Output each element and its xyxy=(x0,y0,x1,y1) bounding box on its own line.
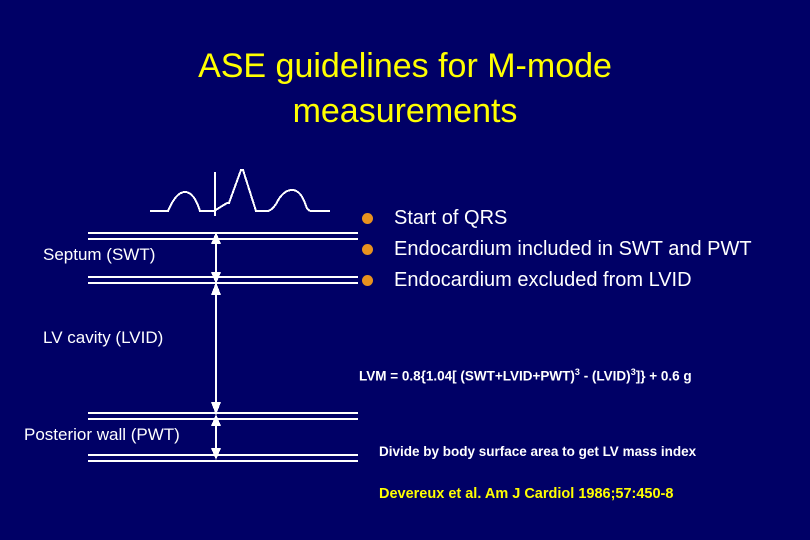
bullet-text: Start of QRS xyxy=(394,207,508,229)
citation: Devereux et al. Am J Cardiol 1986;57:450… xyxy=(379,486,674,502)
label-septum: Septum (SWT) xyxy=(43,245,156,264)
bullet-text: Endocardium included in SWT and PWT xyxy=(394,238,752,260)
swt-arrow-icon xyxy=(211,232,221,284)
formula-exponent-1: 3 xyxy=(574,367,580,377)
list-item: Endocardium included in SWT and PWT xyxy=(362,235,792,264)
pwt-top-boundary xyxy=(88,412,358,420)
bullet-dot-icon xyxy=(362,213,373,224)
ecg-trace-icon xyxy=(150,169,330,216)
formula-suffix: ]} + 0.6 g xyxy=(635,368,692,384)
m-mode-diagram: Septum (SWT) LV cavity (LVID) Posterior … xyxy=(0,0,400,500)
title-line-1: ASE guidelines for M-mode xyxy=(198,47,612,85)
list-item: Start of QRS xyxy=(362,204,792,233)
label-lv-cavity: LV cavity (LVID) xyxy=(43,328,164,347)
page-title: ASE guidelines for M-mode measurements xyxy=(60,44,750,134)
pwt-bottom-boundary xyxy=(88,454,358,462)
lvm-formula: LVM = 0.8{1.04[ (SWT+LVID+PWT)3 - (LVID)… xyxy=(359,367,692,384)
bullet-text: Endocardium excluded from LVID xyxy=(394,269,692,291)
bullet-dot-icon xyxy=(362,275,373,286)
lvid-arrow-icon xyxy=(211,282,221,415)
formula-middle: - (LVID) xyxy=(579,368,631,384)
label-posterior-wall: Posterior wall (PWT) xyxy=(24,425,180,444)
bullet-list: Start of QRS Endocardium included in SWT… xyxy=(362,204,792,297)
title-line-2: measurements xyxy=(292,92,518,130)
septum-bottom-boundary xyxy=(88,276,358,284)
bullet-dot-icon xyxy=(362,244,373,255)
formula-exponent-2: 3 xyxy=(630,367,636,377)
bsa-note: Divide by body surface area to get LV ma… xyxy=(379,444,697,459)
list-item: Endocardium excluded from LVID xyxy=(362,266,792,295)
septum-top-boundary xyxy=(88,232,358,240)
formula-prefix: LVM = 0.8{1.04[ (SWT+LVID+PWT) xyxy=(359,368,575,384)
pwt-arrow-icon xyxy=(211,414,221,460)
